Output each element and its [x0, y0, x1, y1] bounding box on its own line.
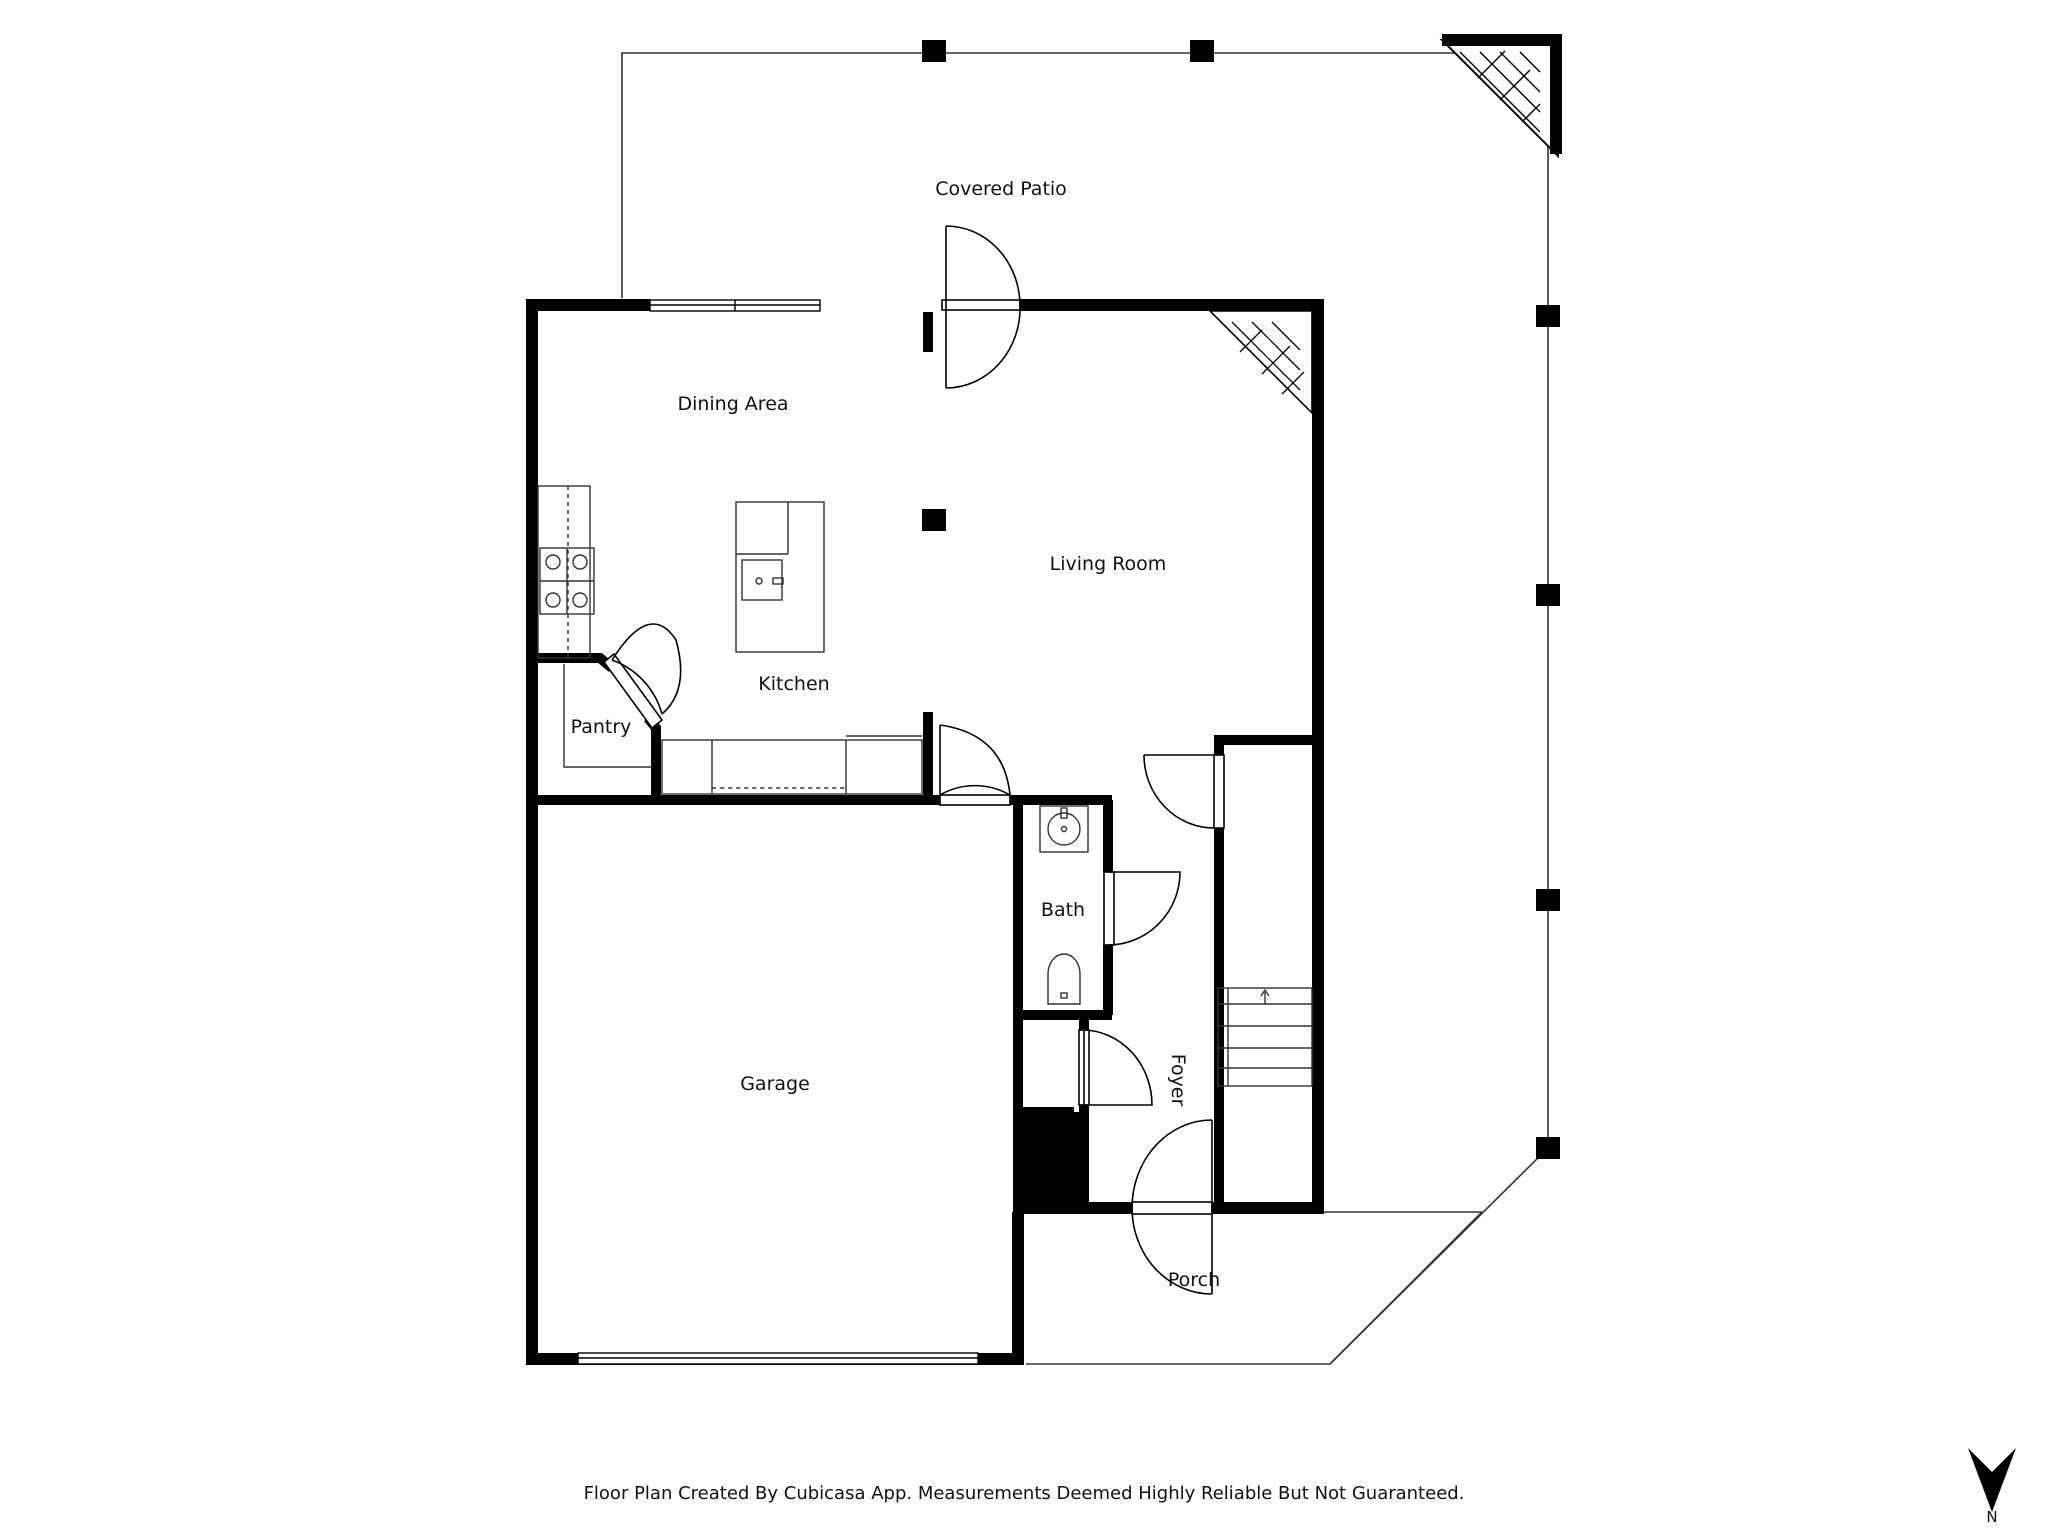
lower-counter — [661, 739, 923, 795]
front-door — [1131, 1119, 1213, 1295]
toilet — [1047, 953, 1081, 1005]
exterior-walls — [526, 299, 1324, 1365]
windows — [577, 299, 979, 1365]
living-fireplace — [1208, 310, 1313, 415]
label-dining-area: Dining Area — [677, 393, 788, 415]
label-kitchen: Kitchen — [758, 673, 829, 695]
north-arrow-icon — [1968, 1448, 2016, 1512]
label-bath: Bath — [1041, 899, 1085, 921]
label-living-room: Living Room — [1050, 553, 1167, 575]
patio-corner-fireplace — [1439, 34, 1562, 159]
room-labels: Covered Patio Dining Area Living Room Ki… — [571, 178, 1221, 1291]
label-porch: Porch — [1168, 1269, 1220, 1291]
coat-closet-door — [1078, 1029, 1153, 1106]
label-foyer: Foyer — [1167, 1054, 1189, 1107]
label-covered-patio: Covered Patio — [935, 178, 1067, 200]
bath-vanity — [1039, 805, 1089, 853]
label-garage: Garage — [740, 1073, 810, 1095]
kitchen-closet-door — [939, 724, 1011, 806]
footer-disclaimer: Floor Plan Created By Cubicasa App. Meas… — [583, 1483, 1465, 1504]
bath-door — [1103, 871, 1181, 946]
kitchen-fixtures — [537, 485, 923, 795]
living-closet-door — [1143, 754, 1225, 829]
island-sink — [741, 559, 783, 601]
north-label: N — [1986, 1508, 1998, 1526]
closet-solid — [1018, 1112, 1084, 1212]
label-pantry: Pantry — [571, 716, 632, 738]
doors — [602, 225, 1225, 1295]
staircase — [1217, 987, 1313, 1087]
kitchen-island — [735, 501, 825, 653]
bath-fixtures — [1039, 805, 1089, 1005]
pantry-door — [602, 623, 682, 730]
interior-walls — [532, 312, 1318, 1212]
patio-posts — [922, 40, 1560, 1159]
patio-double-door — [941, 225, 1021, 389]
left-counter — [537, 485, 591, 659]
